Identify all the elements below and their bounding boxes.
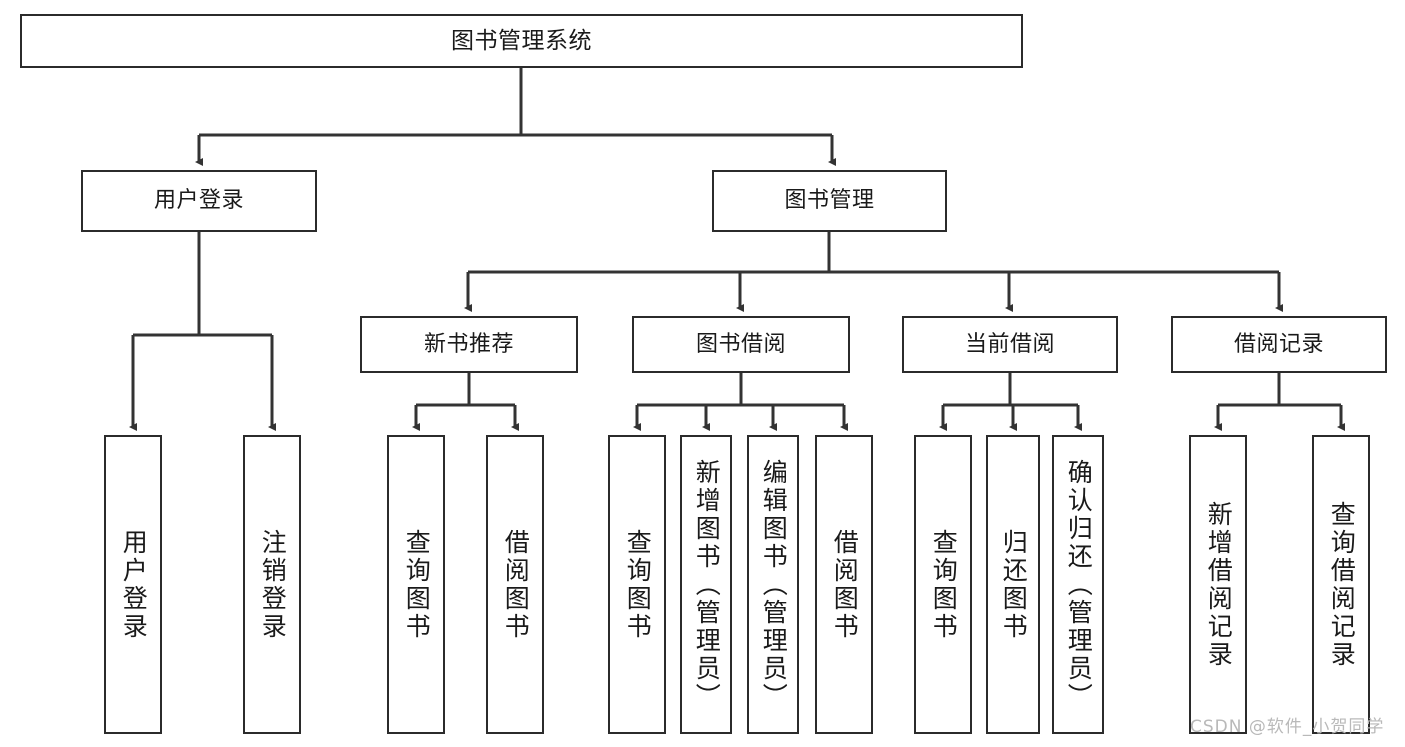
node-current-borrowing[interactable]: 当前借阅 <box>902 316 1118 373</box>
node-leaf-query-book-borrowing[interactable]: 查询图书 <box>608 435 666 734</box>
node-leaf-query-book-recommendation[interactable]: 查询图书 <box>387 435 445 734</box>
node-label: 新书推荐 <box>423 331 514 357</box>
node-leaf-add-book-admin[interactable]: 新增图书（管理员） <box>680 435 732 734</box>
node-book-management[interactable]: 图书管理 <box>712 170 947 232</box>
node-label: 查询借阅记录 <box>1327 500 1357 669</box>
node-borrow-records[interactable]: 借阅记录 <box>1171 316 1387 373</box>
node-label: 借阅图书 <box>501 528 531 641</box>
node-leaf-user-logout[interactable]: 注销登录 <box>243 435 301 734</box>
node-leaf-edit-book-admin[interactable]: 编辑图书（管理员） <box>747 435 799 734</box>
node-label: 编辑图书（管理员） <box>759 458 789 711</box>
node-label: 图书管理 <box>784 188 875 214</box>
node-leaf-query-borrow-record[interactable]: 查询借阅记录 <box>1312 435 1370 734</box>
node-label: 归还图书 <box>999 528 1029 641</box>
node-label: 图书借阅 <box>695 331 786 357</box>
node-leaf-user-login[interactable]: 用户登录 <box>104 435 162 734</box>
node-label: 新增图书（管理员） <box>692 458 722 711</box>
node-book-borrowing[interactable]: 图书借阅 <box>632 316 850 373</box>
node-label: 查询图书 <box>623 528 653 641</box>
node-leaf-confirm-return-admin[interactable]: 确认归还（管理员） <box>1052 435 1104 734</box>
node-label: 查询图书 <box>929 528 959 641</box>
node-label: 当前借阅 <box>964 331 1055 357</box>
node-root-book-management-system[interactable]: 图书管理系统 <box>20 14 1023 68</box>
csdn-watermark: CSDN @软件_小贺同学 <box>1190 717 1385 737</box>
node-label: 确认归还（管理员） <box>1064 458 1094 711</box>
node-leaf-query-book-current[interactable]: 查询图书 <box>914 435 972 734</box>
node-label: 图书管理系统 <box>451 27 592 54</box>
node-leaf-borrow-book[interactable]: 借阅图书 <box>815 435 873 734</box>
node-label: 查询图书 <box>402 528 432 641</box>
node-new-book-recommendation[interactable]: 新书推荐 <box>360 316 578 373</box>
node-label: 用户登录 <box>153 188 244 214</box>
node-leaf-add-borrow-record[interactable]: 新增借阅记录 <box>1189 435 1247 734</box>
node-leaf-borrow-book-recommendation[interactable]: 借阅图书 <box>486 435 544 734</box>
node-label: 新增借阅记录 <box>1204 500 1234 669</box>
node-label: 用户登录 <box>119 528 149 641</box>
node-leaf-return-book[interactable]: 归还图书 <box>986 435 1040 734</box>
node-user-login[interactable]: 用户登录 <box>81 170 317 232</box>
node-label: 注销登录 <box>258 528 288 641</box>
node-label: 借阅记录 <box>1233 331 1324 357</box>
node-label: 借阅图书 <box>830 528 860 641</box>
